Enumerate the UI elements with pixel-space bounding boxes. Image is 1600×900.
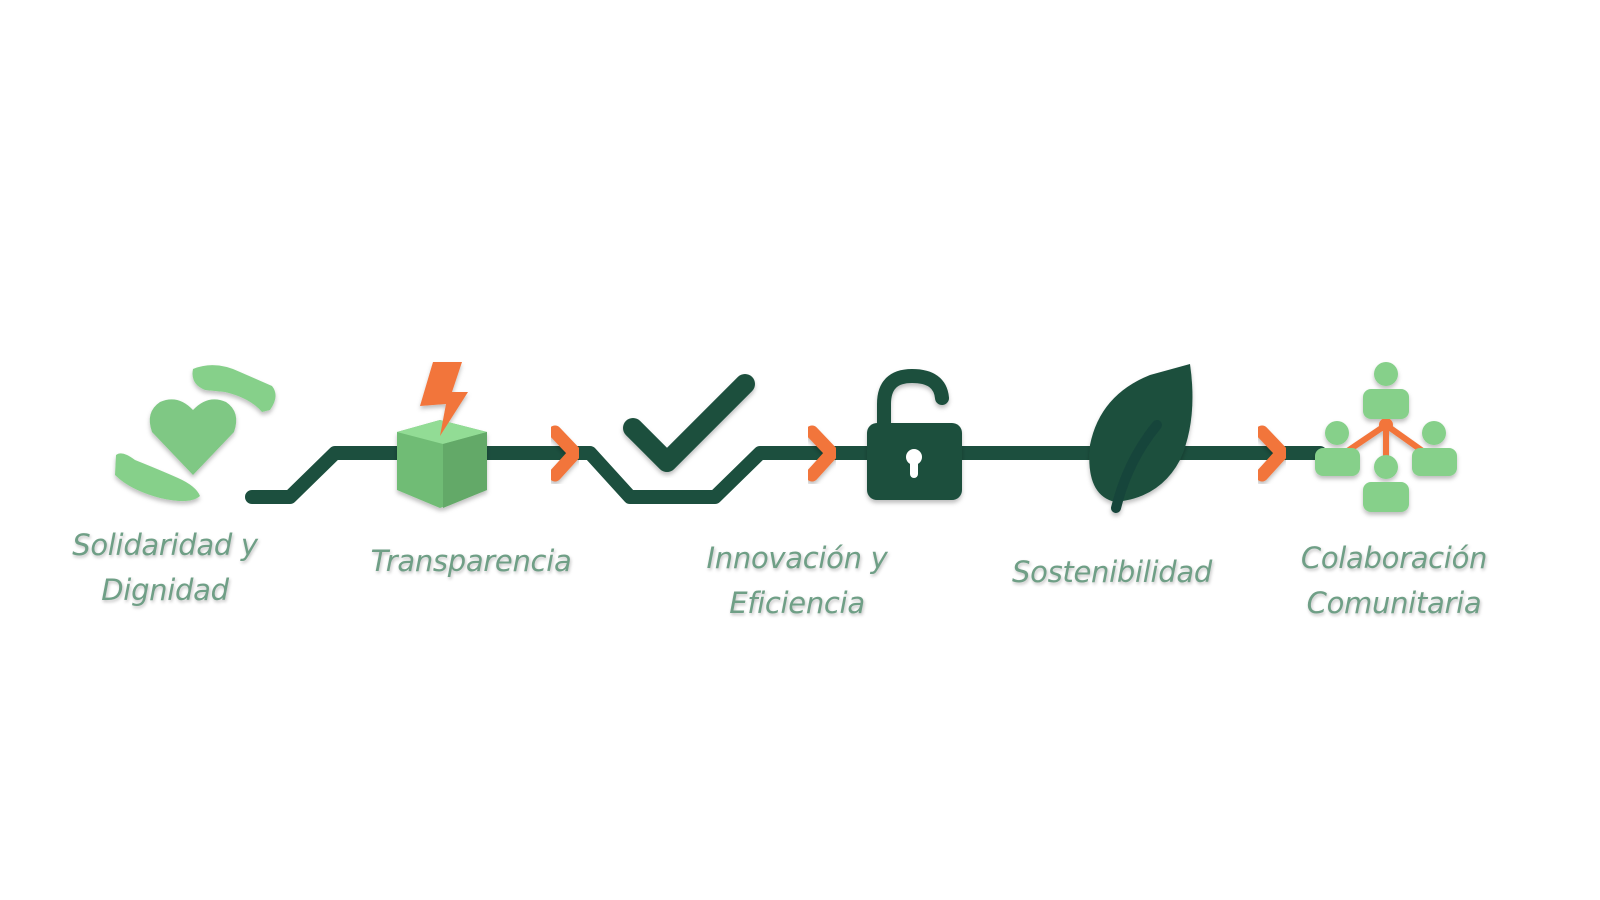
label-sostenibilidad: Sostenibilidad <box>1012 550 1212 595</box>
label-colaboracion-comunitaria: Colaboración Comunitaria <box>1300 536 1488 626</box>
network-people-icon <box>1315 362 1457 512</box>
label-innovacion-eficiencia: Innovación y Eficiencia <box>707 536 888 626</box>
label-line: Colaboración <box>1300 541 1488 575</box>
label-line: Sostenibilidad <box>1012 555 1212 589</box>
pathway-line <box>245 446 1327 504</box>
label-line: Innovación y <box>706 541 888 575</box>
hands-heart-icon <box>115 365 276 502</box>
label-solidaridad-dignidad: Solidaridad y Dignidad <box>72 523 258 613</box>
label-line: Comunitaria <box>1306 586 1482 620</box>
label-line: Eficiencia <box>729 586 865 620</box>
box-lightning-icon <box>397 362 487 508</box>
label-line: Transparencia <box>370 544 572 578</box>
checkmark-icon <box>623 374 755 472</box>
label-transparencia: Transparencia <box>371 539 572 584</box>
unlocked-padlock-icon <box>867 368 962 500</box>
arrow-chevron-icon <box>805 425 839 482</box>
label-line: Solidaridad y <box>72 528 258 562</box>
arrow-chevron-icon <box>1255 425 1289 482</box>
leaf-icon <box>1089 364 1193 513</box>
arrow-chevron-icon <box>548 425 582 482</box>
label-line: Dignidad <box>101 573 229 607</box>
